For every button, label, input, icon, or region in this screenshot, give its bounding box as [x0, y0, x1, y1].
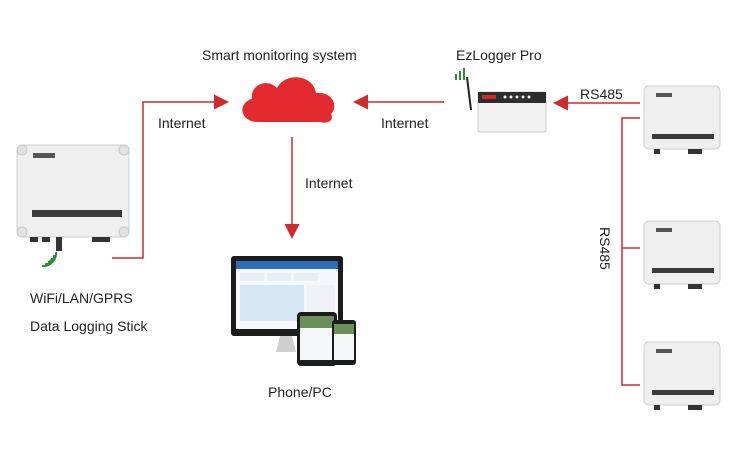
- inverter-right-1-icon: [643, 85, 721, 154]
- inverter-right-3-icon: [643, 341, 721, 410]
- tablet-icon: [297, 312, 337, 366]
- inverter-left-icon: [16, 144, 130, 251]
- logger-icon: [455, 68, 547, 133]
- internet-label-down: Internet: [305, 175, 353, 191]
- internet-label-right: Internet: [381, 115, 429, 131]
- stick-label-line1: WiFi/LAN/GPRS: [30, 290, 133, 306]
- phone-icon: [332, 320, 356, 365]
- rs485-bus: [621, 117, 640, 386]
- rs485-label-side: RS485: [597, 227, 613, 270]
- rs485-label-top: RS485: [580, 86, 623, 102]
- stick-label-line2: Data Logging Stick: [30, 318, 148, 334]
- wifi-icon: [41, 251, 58, 268]
- cloud-icon: [242, 77, 335, 123]
- internet-label-left: Internet: [158, 115, 206, 131]
- devices-label: Phone/PC: [268, 384, 332, 400]
- cloud-label: Smart monitoring system: [202, 47, 357, 63]
- inverter-right-2-icon: [643, 220, 721, 289]
- link-stick-to-cloud: [112, 94, 229, 259]
- logger-label: EzLogger Pro: [456, 47, 542, 63]
